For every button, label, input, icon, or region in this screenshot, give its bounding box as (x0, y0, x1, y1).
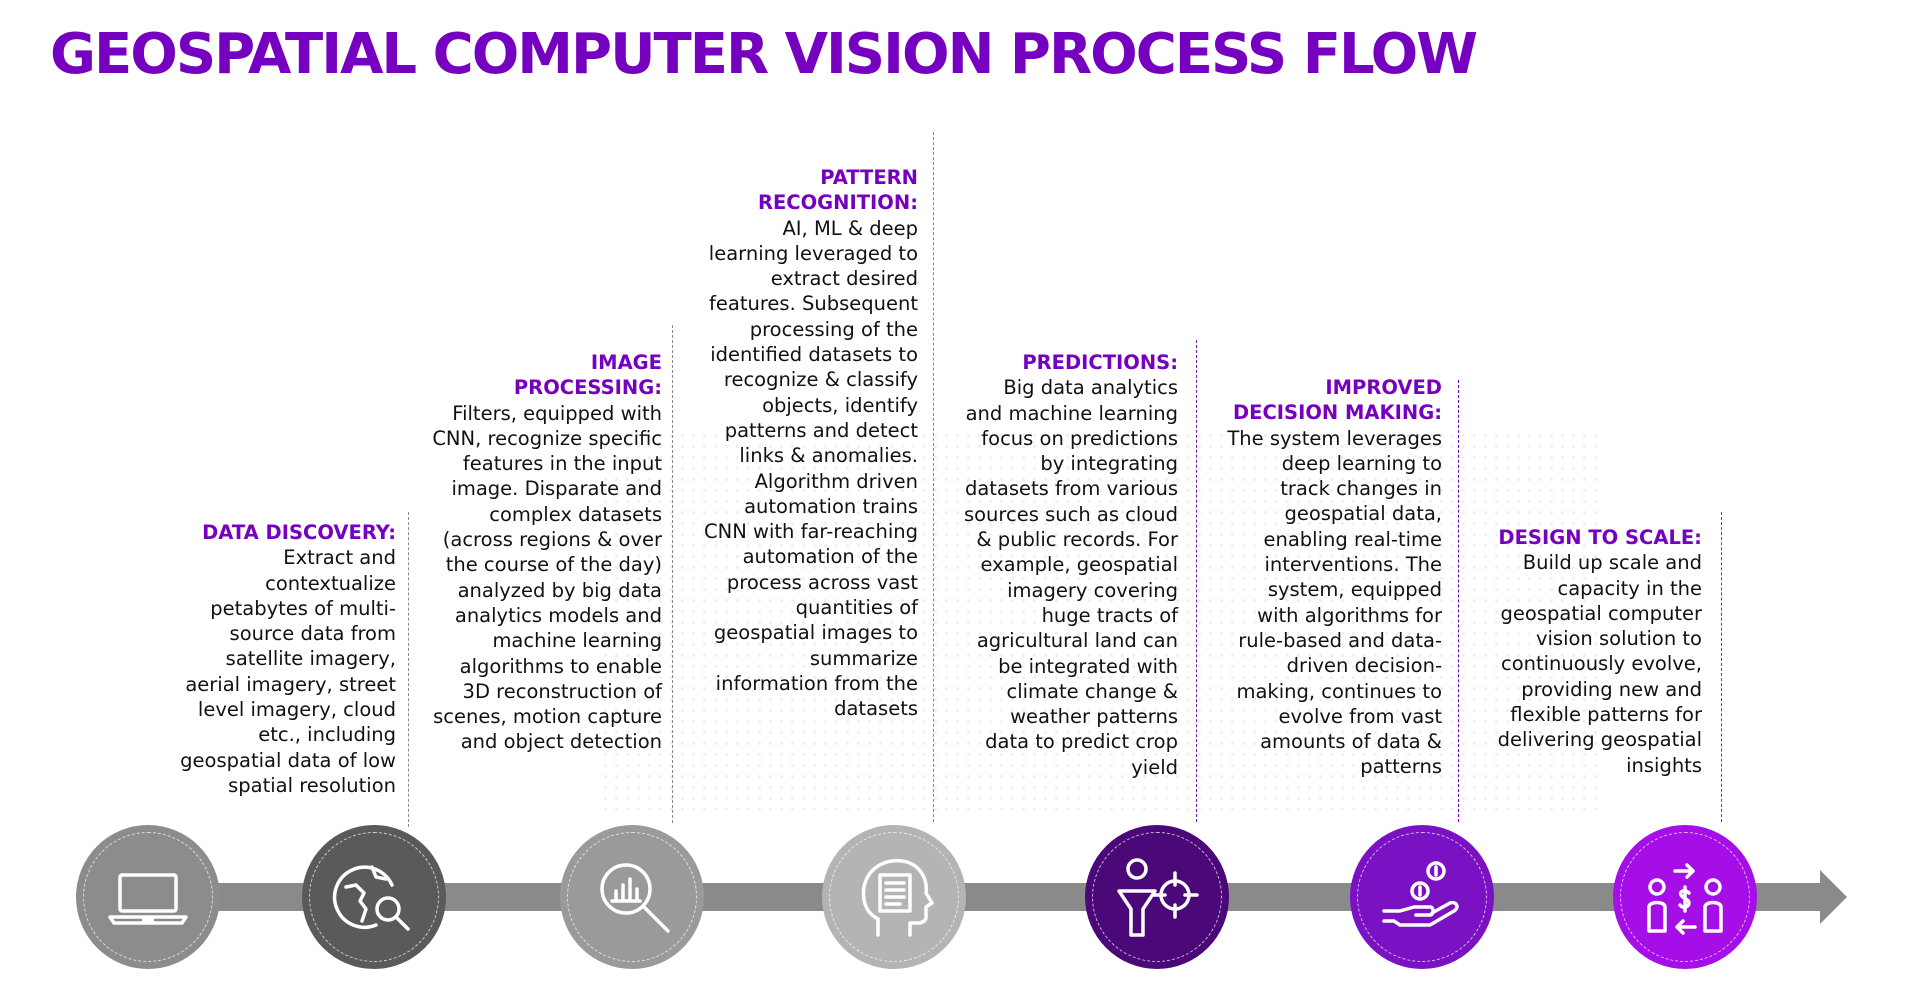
step-description: PATTERN RECOGNITION: AI, ML & deep learn… (702, 165, 918, 722)
step-heading: IMAGE PROCESSING: (513, 351, 662, 400)
step-divider (1458, 380, 1459, 822)
exchange-people-icon (1647, 863, 1723, 935)
globe-search-icon (332, 865, 410, 931)
step-divider (408, 512, 409, 827)
step-node-7 (1613, 825, 1757, 969)
step-heading: PREDICTIONS: (1022, 351, 1178, 374)
step-heading: PATTERN RECOGNITION: (757, 166, 918, 215)
step-divider (672, 325, 673, 823)
step-node-5 (1085, 825, 1229, 969)
step-image-processing: IMAGE PROCESSING: Filters, equipped with… (432, 350, 662, 755)
laptop-icon (108, 873, 188, 925)
step-description: PREDICTIONS: Big data analytics and mach… (962, 350, 1178, 780)
world-map-background (600, 430, 1600, 810)
step-body: Big data analytics and machine learning … (963, 376, 1178, 779)
step-predictions: PREDICTIONS: Big data analytics and mach… (962, 350, 1178, 780)
step-node-6 (1350, 825, 1494, 969)
step-node-4 (822, 825, 966, 969)
step-body: Extract and contextualize petabytes of m… (180, 546, 396, 797)
head-document-icon (861, 858, 934, 937)
step-heading: DESIGN TO SCALE: (1498, 526, 1702, 549)
step-divider (1196, 340, 1197, 822)
step-design-to-scale: DESIGN TO SCALE: Build up scale and capa… (1488, 525, 1702, 778)
magnifier-chart-icon (600, 863, 670, 933)
step-description: DATA DISCOVERY: Extract and contextualiz… (176, 520, 396, 798)
step-node-3 (560, 825, 704, 969)
step-divider (1721, 512, 1722, 822)
step-node-2 (302, 825, 446, 969)
step-description: IMAGE PROCESSING: Filters, equipped with… (432, 350, 662, 755)
step-divider (933, 132, 934, 822)
hand-coins-icon (1382, 861, 1459, 927)
step-body: The system leverages deep learning to tr… (1227, 426, 1442, 779)
step-body: Build up scale and capacity in the geosp… (1497, 551, 1702, 777)
step-description: DESIGN TO SCALE: Build up scale and capa… (1488, 525, 1702, 778)
page-title: GEOSPATIAL COMPUTER VISION PROCESS FLOW (50, 22, 1478, 87)
step-heading: IMPROVED DECISION MAKING: (1232, 376, 1442, 425)
person-target-icon (1117, 858, 1199, 937)
step-body: Filters, equipped with CNN, recognize sp… (432, 401, 662, 754)
step-pattern-recognition: PATTERN RECOGNITION: AI, ML & deep learn… (702, 165, 918, 722)
step-data-discovery: DATA DISCOVERY: Extract and contextualiz… (176, 520, 396, 798)
step-body: AI, ML & deep learning leveraged to extr… (704, 216, 918, 721)
timeline-arrow-head (1820, 870, 1847, 924)
step-heading: DATA DISCOVERY: (202, 521, 396, 544)
step-node-1 (76, 825, 220, 969)
step-description: IMPROVED DECISION MAKING: The system lev… (1226, 375, 1442, 780)
step-improved-decision-making: IMPROVED DECISION MAKING: The system lev… (1226, 375, 1442, 780)
